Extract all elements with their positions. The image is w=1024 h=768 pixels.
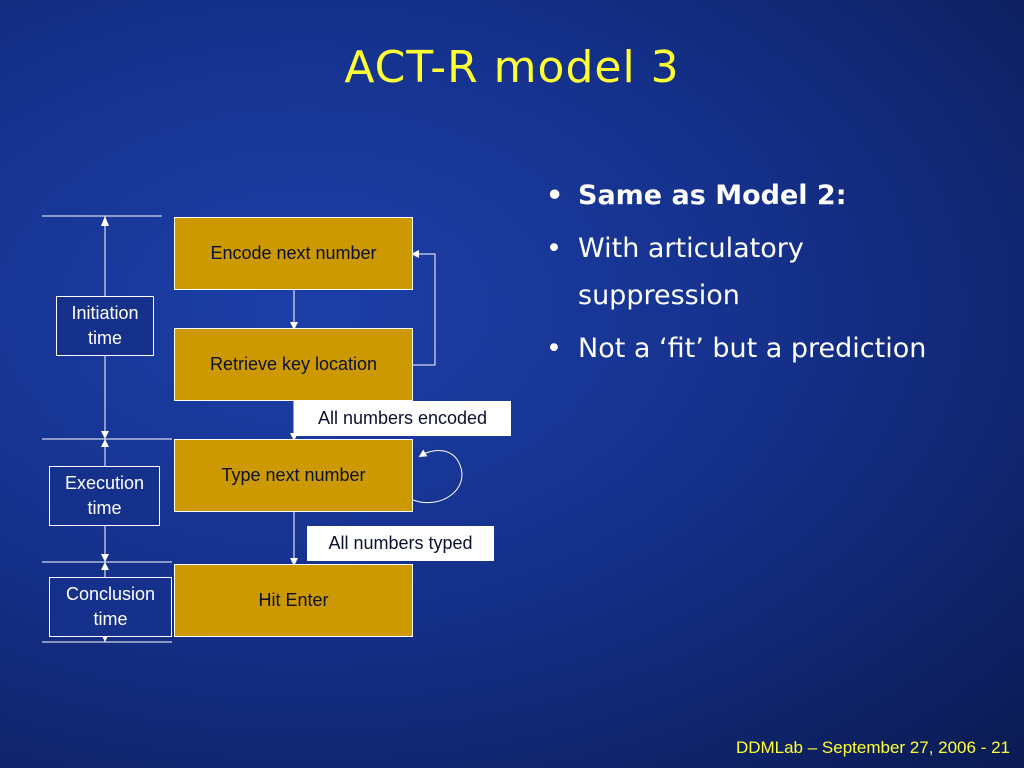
step-type-next-number: Type next number bbox=[174, 439, 413, 512]
step-retrieve-key-location: Retrieve key location bbox=[174, 328, 413, 401]
timeline-arrowhead-1a bbox=[101, 431, 109, 439]
phase-label-initiation: Initiation time bbox=[56, 296, 154, 356]
step-hit-enter: Hit Enter bbox=[174, 564, 413, 637]
timeline-arrowhead-2a bbox=[101, 554, 109, 562]
condition-all-numbers-encoded: All numbers encoded bbox=[294, 401, 511, 436]
phase-label-execution: Execution time bbox=[49, 466, 160, 526]
bullet-item: With articulatory suppression bbox=[540, 225, 960, 319]
slide-title: ACT-R model 3 bbox=[344, 42, 680, 93]
step-encode-next-number: Encode next number bbox=[174, 217, 413, 290]
bullet-item: Same as Model 2: bbox=[540, 172, 960, 219]
loop-retrieve-to-encode bbox=[411, 250, 436, 366]
timeline-arrowhead-top bbox=[101, 216, 109, 226]
condition-all-numbers-typed: All numbers typed bbox=[307, 526, 494, 561]
bullet-list: Same as Model 2: With articulatory suppr… bbox=[540, 172, 960, 378]
phase-label-conclusion: Conclusion time bbox=[49, 577, 172, 637]
slide-footer: DDMLab – September 27, 2006 - 21 bbox=[735, 738, 1010, 757]
bullet-item: Not a ‘fit’ but a prediction bbox=[540, 325, 960, 372]
timeline-arrowhead-2b bbox=[101, 562, 109, 570]
timeline-arrowhead-1b bbox=[101, 439, 109, 447]
loop-type-self bbox=[412, 449, 463, 504]
